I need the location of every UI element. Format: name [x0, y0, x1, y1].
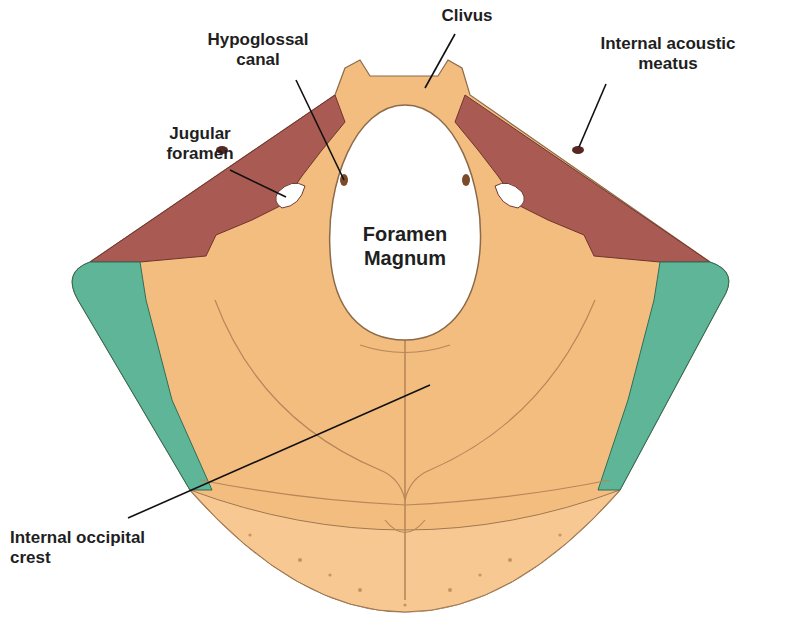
leader-line: [579, 84, 606, 147]
petrous-left: [90, 95, 345, 262]
part-label: Internal acoustic meatus: [583, 34, 753, 75]
bone-texture: [248, 533, 561, 606]
leader-line: [230, 170, 286, 197]
part-label: Hypoglossal canal: [198, 30, 318, 71]
leader-line: [425, 34, 455, 88]
part-label: Clivus: [427, 6, 507, 26]
petrous-right: [455, 95, 710, 262]
part-label: Foramen Magnum: [340, 222, 470, 270]
jugular-foramen: [276, 183, 305, 208]
part-label: Jugular foramen: [150, 124, 250, 165]
contour: [360, 345, 450, 353]
contour: [385, 520, 425, 533]
acoustic-meatus: [572, 146, 584, 154]
leader-line: [296, 80, 344, 180]
foramen-magnum: [330, 105, 481, 340]
occipital-bone: [72, 60, 729, 612]
hypoglossal-canal: [462, 174, 470, 186]
leader-line: [128, 385, 430, 518]
part-label: Internal occipital crest: [10, 528, 160, 569]
edge-left: [72, 262, 212, 490]
fossa-contours: [200, 300, 610, 600]
jugular-foramen: [495, 183, 524, 208]
leader-lines: [128, 34, 606, 518]
edge-right: [598, 262, 729, 490]
internal-occipital-crest: [404, 340, 406, 600]
